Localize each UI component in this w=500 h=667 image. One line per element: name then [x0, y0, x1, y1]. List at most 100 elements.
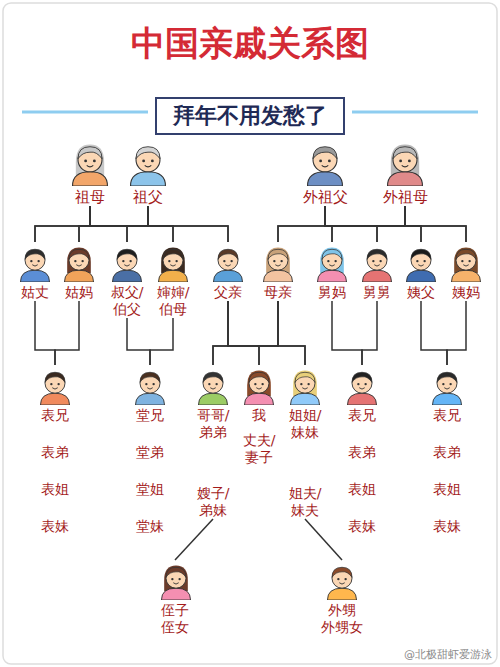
- avatar: [208, 242, 248, 282]
- deco-line: [22, 111, 148, 114]
- kin-line: [148, 206, 228, 242]
- avatar: [427, 365, 467, 405]
- kin-line: [90, 206, 127, 242]
- relation-label: 表弟: [339, 444, 385, 461]
- person-node: 叔父/ 伯父: [104, 242, 150, 318]
- kin-line: [35, 206, 148, 242]
- person-node: 堂兄堂弟堂姐堂妹: [127, 365, 173, 535]
- avatar: [357, 242, 397, 282]
- kin-line: [90, 206, 173, 242]
- relation-label: 表姐: [32, 481, 78, 498]
- kin-line: [228, 301, 305, 365]
- avatar: [381, 138, 429, 186]
- avatar: [59, 242, 99, 282]
- kin-line: [127, 206, 148, 242]
- person-node: 表兄表弟表姐表妹: [32, 365, 78, 535]
- avatar: [301, 138, 349, 186]
- kin-line: [447, 301, 466, 365]
- relation-label: 哥哥/ 弟弟: [190, 407, 236, 441]
- relation-label: 堂弟: [127, 444, 173, 461]
- person-node: 我丈夫/ 妻子: [236, 365, 282, 466]
- relation-label: 表姐: [339, 481, 385, 498]
- relation-label: 堂兄: [127, 407, 173, 424]
- relation-label: 母亲: [256, 284, 300, 301]
- person-node: 姑妈: [57, 242, 101, 301]
- kin-line: [259, 301, 278, 365]
- kin-line: [421, 301, 447, 365]
- kin-line: [79, 206, 148, 242]
- kin-line: [305, 519, 342, 560]
- kin-line: [90, 206, 228, 242]
- relation-label: 侄子 侄女: [156, 602, 194, 636]
- kin-line: [213, 301, 228, 365]
- person-node: 父亲: [206, 242, 250, 301]
- person-node: 祖母: [63, 138, 117, 206]
- avatar: [156, 560, 196, 600]
- person-node: 舅舅: [355, 242, 399, 301]
- kin-line: [332, 206, 405, 242]
- kin-line: [325, 206, 377, 242]
- relation-label: 我: [236, 407, 282, 424]
- kin-line: [148, 206, 173, 242]
- person-node: 表兄表弟表姐表妹: [339, 365, 385, 535]
- subtitle-box: 拜年不用发愁了: [155, 97, 345, 135]
- relation-label: 表兄: [32, 407, 78, 424]
- kin-line: [150, 318, 173, 365]
- avatar: [15, 242, 55, 282]
- person-node: 表兄表弟表姐表妹: [424, 365, 470, 535]
- kin-line: [325, 206, 332, 242]
- relation-label: 堂姐: [127, 481, 173, 498]
- avatar: [342, 365, 382, 405]
- kin-line: [228, 301, 259, 365]
- kin-line: [175, 519, 213, 560]
- person-node: 姑丈: [13, 242, 57, 301]
- relation-label: 外祖父: [296, 188, 354, 206]
- relation-label: 表妹: [424, 518, 470, 535]
- person-node: 祖父: [121, 138, 175, 206]
- person-node: 哥哥/ 弟弟嫂子/ 弟妹: [190, 365, 236, 519]
- avatar: [239, 365, 279, 405]
- relation-label: 嫂子/ 弟妹: [190, 485, 236, 519]
- watermark: @北极甜虾爱游泳: [404, 648, 492, 662]
- subtitle-text: 拜年不用发愁了: [173, 102, 327, 130]
- avatar: [401, 242, 441, 282]
- kin-line: [377, 206, 405, 242]
- kin-line: [35, 301, 55, 365]
- relation-label: 叔父/ 伯父: [104, 284, 150, 318]
- relation-label: 表姐: [424, 481, 470, 498]
- title: 中国亲戚关系图: [0, 22, 500, 64]
- relation-label: 姑丈: [13, 284, 57, 301]
- relation-label: 外甥 外甥女: [319, 602, 365, 636]
- person-node: 婶婶/ 伯母: [150, 242, 196, 318]
- kin-line: [278, 206, 405, 242]
- kin-line: [405, 206, 466, 242]
- kin-line: [127, 318, 150, 365]
- avatar: [258, 242, 298, 282]
- relation-label: 舅舅: [355, 284, 399, 301]
- kin-line: [213, 301, 278, 365]
- person-node: 侄子 侄女: [156, 560, 194, 636]
- avatar: [107, 242, 147, 282]
- kin-line: [332, 301, 362, 365]
- kin-line: [55, 301, 79, 365]
- person-node: 舅妈: [310, 242, 354, 301]
- relation-label: 表兄: [339, 407, 385, 424]
- avatar: [285, 365, 325, 405]
- relation-label: 姐夫/ 妹夫: [282, 485, 328, 519]
- kin-line: [362, 301, 377, 365]
- avatar: [35, 365, 75, 405]
- avatar: [312, 242, 352, 282]
- person-node: 外祖父: [296, 138, 354, 206]
- relation-label: 姐姐/ 妹妹: [282, 407, 328, 441]
- deco-line: [352, 111, 478, 114]
- person-node: 姨父: [399, 242, 443, 301]
- avatar: [130, 365, 170, 405]
- kin-line: [278, 206, 325, 242]
- relation-label: 外祖母: [376, 188, 434, 206]
- relation-label: 表妹: [339, 518, 385, 535]
- relation-label: 姨妈: [444, 284, 488, 301]
- relation-label: 表妹: [32, 518, 78, 535]
- relation-label: 祖母: [63, 188, 117, 206]
- avatar: [322, 560, 362, 600]
